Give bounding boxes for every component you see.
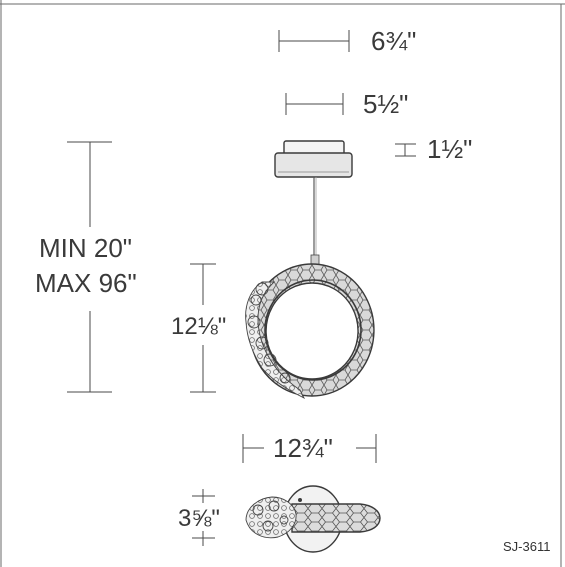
canopy-width-label: 5½" bbox=[363, 89, 409, 119]
fixture-width-label: 12¾" bbox=[273, 433, 333, 463]
canopy-illustration bbox=[274, 140, 353, 178]
overall-height-max-label: MAX 96" bbox=[35, 268, 137, 298]
canopy-height-dimension-lines bbox=[395, 143, 416, 157]
overall-height-min-label: MIN 20" bbox=[39, 233, 133, 263]
fixture-depth-dimension-lines bbox=[192, 489, 215, 546]
canopy-width-dimension-lines bbox=[285, 93, 344, 115]
top-width-dimension-lines bbox=[278, 30, 350, 52]
suspension-cable bbox=[310, 177, 320, 266]
canopy-height-label: 1½" bbox=[427, 134, 473, 164]
ring-height-label: 12⅛" bbox=[171, 313, 227, 340]
top-width-label: 6¾" bbox=[371, 26, 417, 56]
fixture-depth-label: 3⅝" bbox=[178, 505, 220, 532]
overall-height-dimension-lines bbox=[67, 141, 112, 393]
bottom-view-illustration bbox=[245, 485, 381, 553]
ring-height-dimension-lines bbox=[190, 263, 216, 393]
ring-fixture-illustration bbox=[245, 263, 375, 400]
fixture-width-dimension-lines bbox=[242, 434, 377, 463]
model-number: SJ-3611 bbox=[503, 539, 551, 554]
